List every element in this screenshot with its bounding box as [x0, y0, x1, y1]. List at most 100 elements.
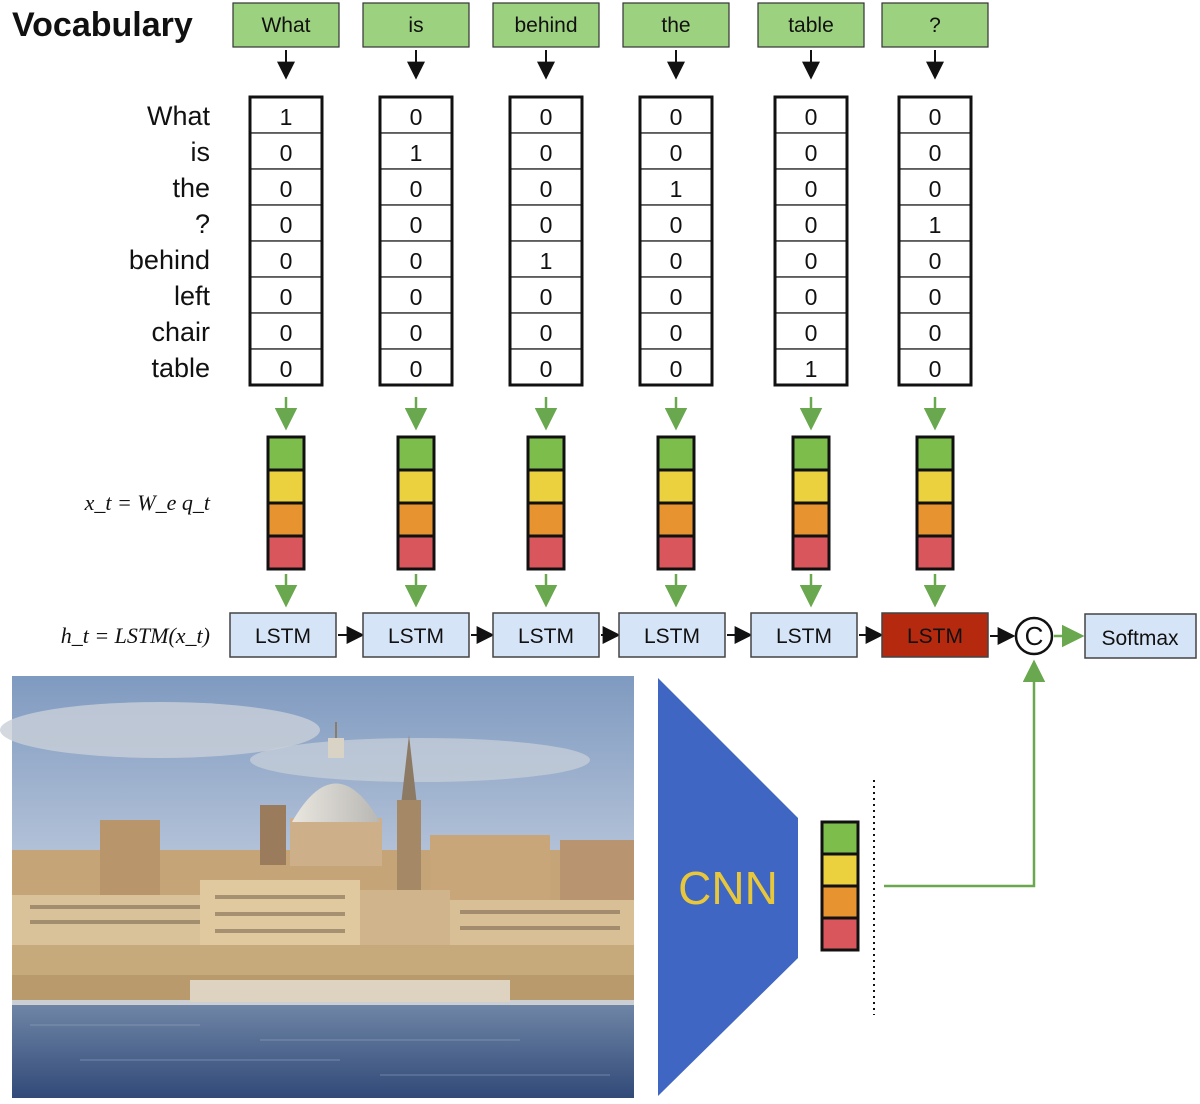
concat-symbol: C: [1025, 621, 1044, 651]
vector-value: 0: [929, 140, 942, 166]
vector-cell: [379, 168, 453, 206]
vector-value: 0: [670, 248, 683, 274]
concat-circle: [1014, 616, 1054, 656]
embedding-cell: [915, 501, 955, 538]
embedding-cell: [266, 501, 306, 538]
input-image: [0, 676, 634, 1098]
vector-value: 0: [929, 104, 942, 130]
vocabulary-word: is: [191, 137, 211, 167]
word-label: is: [408, 14, 423, 37]
vector-cell: [509, 96, 583, 134]
embedding-cell: [915, 435, 955, 472]
vector-value: 0: [670, 104, 683, 130]
word-label: table: [788, 14, 834, 37]
word-columns: What10000000LSTMis01000000LSTMbehind0000…: [229, 2, 989, 658]
vector-value: 0: [540, 140, 553, 166]
vocabulary-word: table: [151, 353, 210, 383]
vector-value: 0: [410, 320, 423, 346]
vector-value: 0: [410, 284, 423, 310]
vector-value: 0: [540, 104, 553, 130]
vector-value: 0: [540, 320, 553, 346]
cnn-feature-cell: [820, 916, 860, 952]
lstm-box: [750, 612, 858, 658]
embedding-cell: [526, 435, 566, 472]
vector-cell: [509, 132, 583, 170]
vector-value: 0: [929, 320, 942, 346]
vocabulary-word: left: [174, 281, 211, 311]
embedding-cell: [791, 468, 831, 505]
vector-cell: [774, 348, 848, 386]
vector-cell: [774, 204, 848, 242]
vector-value: 0: [805, 284, 818, 310]
vector-value: 0: [805, 104, 818, 130]
vector-cell: [509, 312, 583, 350]
cnn-feature-cell: [820, 884, 860, 920]
vector-value: 1: [929, 212, 942, 238]
vector-value: 0: [670, 356, 683, 382]
embedding-cell: [266, 468, 306, 505]
lstm-label: LSTM: [518, 625, 574, 648]
vector-value: 0: [280, 176, 293, 202]
vector-value: 0: [280, 140, 293, 166]
vector-value: 0: [805, 176, 818, 202]
embedding-cell: [656, 435, 696, 472]
embedding-cell: [266, 435, 306, 472]
embedding-cell: [396, 468, 436, 505]
lstm-box: [492, 612, 600, 658]
lstm-label: LSTM: [907, 625, 963, 648]
embedding-equation: x_t = W_e q_t: [84, 490, 211, 515]
vector-value: 0: [805, 140, 818, 166]
vector-value: 1: [540, 248, 553, 274]
softmax-label: Softmax: [1101, 627, 1179, 650]
vector-cell: [509, 276, 583, 314]
word-label: ?: [929, 14, 941, 37]
cnn-feature-cell: [820, 852, 860, 888]
cnn-feature-cell: [820, 820, 860, 856]
word-box: [232, 2, 340, 48]
vector-value: 0: [929, 248, 942, 274]
lstm-label: LSTM: [388, 625, 444, 648]
vocabulary-word: ?: [195, 209, 210, 239]
vector-value: 0: [805, 320, 818, 346]
embedding-cell: [396, 435, 436, 472]
one-hot-vector: [638, 95, 714, 387]
one-hot-vector: [897, 95, 973, 387]
lstm-box: [362, 612, 470, 658]
word-label: the: [661, 14, 690, 37]
vocabulary-word: the: [172, 173, 210, 203]
vector-cell: [249, 96, 323, 134]
vector-cell: [898, 312, 972, 350]
embedding-cell: [266, 534, 306, 571]
embedding-cell: [791, 534, 831, 571]
lstm-label: LSTM: [255, 625, 311, 648]
vector-value: 0: [410, 104, 423, 130]
vector-value: 0: [540, 176, 553, 202]
embedding-cell: [526, 501, 566, 538]
vector-cell: [774, 312, 848, 350]
vector-value: 0: [540, 284, 553, 310]
embedding-cell: [656, 534, 696, 571]
vector-value: 0: [280, 248, 293, 274]
vector-value: 0: [670, 320, 683, 346]
vector-value: 0: [280, 212, 293, 238]
vocabulary-word: behind: [129, 245, 210, 275]
vector-value: 0: [670, 212, 683, 238]
lstm-box: [618, 612, 726, 658]
vector-cell: [509, 348, 583, 386]
embedding-cell: [396, 534, 436, 571]
vector-value: 0: [410, 212, 423, 238]
vector-cell: [898, 96, 972, 134]
embedding-cell: [656, 501, 696, 538]
word-label: What: [261, 14, 310, 37]
embedding-cell: [526, 534, 566, 571]
vector-value: 0: [670, 284, 683, 310]
vector-value: 1: [410, 140, 423, 166]
lstm-label: LSTM: [644, 625, 700, 648]
embedding-cell: [791, 435, 831, 472]
vector-value: 0: [929, 284, 942, 310]
vector-value: 0: [805, 212, 818, 238]
cnn-block: [658, 678, 798, 1096]
vector-value: 0: [280, 320, 293, 346]
